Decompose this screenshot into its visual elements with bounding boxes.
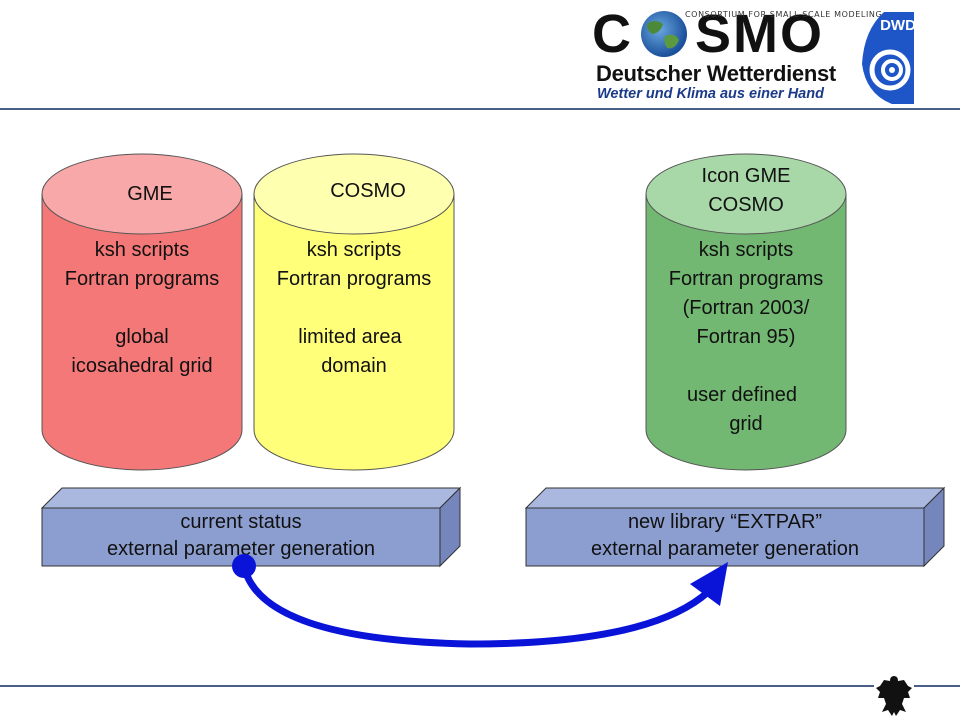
body-line — [254, 294, 454, 323]
icon-body: ksh scripts Fortran programs (Fortran 20… — [646, 236, 846, 439]
cosmo-logo: C SMO — [592, 4, 825, 64]
box-line-1: new library “EXTPAR” — [627, 511, 823, 533]
body-line: limited area — [298, 326, 402, 348]
body-line: Fortran programs — [64, 268, 220, 290]
globe-icon — [641, 11, 687, 57]
current-status-label: current status external parameter genera… — [42, 509, 440, 563]
gme-cylinder — [41, 153, 243, 471]
body-line: (Fortran 2003/ — [682, 297, 810, 319]
dwd-logo-icon: DWD — [862, 12, 916, 104]
box-line-2: external parameter generation — [591, 538, 859, 560]
top-rule — [0, 108, 960, 110]
migration-arrow — [232, 554, 728, 648]
federal-eagle-icon — [874, 676, 914, 716]
icon-title: Icon GME COSMO — [686, 162, 806, 220]
cosmo-title: COSMO — [330, 180, 406, 202]
body-line: Fortran 95) — [696, 326, 796, 348]
body-line: domain — [321, 355, 387, 377]
org-name: Deutscher Wetterdienst — [596, 61, 836, 86]
body-line: global — [115, 326, 169, 348]
body-line: grid — [729, 413, 763, 435]
box-line-2: external parameter generation — [107, 538, 375, 560]
gme-title: GME — [127, 183, 173, 205]
org-slogan: Wetter und Klima aus einer Hand — [597, 86, 824, 102]
body-line: ksh scripts — [698, 239, 794, 261]
title-line: COSMO — [708, 194, 784, 216]
extpar-label: new library “EXTPAR” external parameter … — [526, 509, 924, 563]
box-line-1: current status — [180, 511, 302, 533]
title-line: Icon GME — [701, 165, 791, 187]
bottom-rule — [0, 685, 960, 687]
extpar-box — [524, 486, 946, 568]
dwd-badge-text: DWD — [880, 17, 916, 34]
logo-tagline: CONSORTIUM FOR SMALL SCALE MODELING — [685, 10, 883, 19]
body-line: ksh scripts — [306, 239, 402, 261]
cosmo-body: ksh scripts Fortran programs limited are… — [254, 236, 454, 381]
body-line — [42, 294, 242, 323]
icon-cylinder — [645, 153, 847, 471]
body-line: Fortran programs — [668, 268, 824, 290]
body-line — [646, 352, 846, 381]
arrow-head — [690, 562, 728, 606]
body-line: ksh scripts — [94, 239, 190, 261]
gme-body: ksh scripts Fortran programs global icos… — [42, 236, 242, 381]
arrow-curve — [240, 565, 711, 648]
body-line: Fortran programs — [276, 268, 432, 290]
cosmo-cylinder — [253, 153, 455, 471]
body-line: user defined — [686, 384, 798, 406]
body-line: icosahedral grid — [71, 355, 213, 377]
